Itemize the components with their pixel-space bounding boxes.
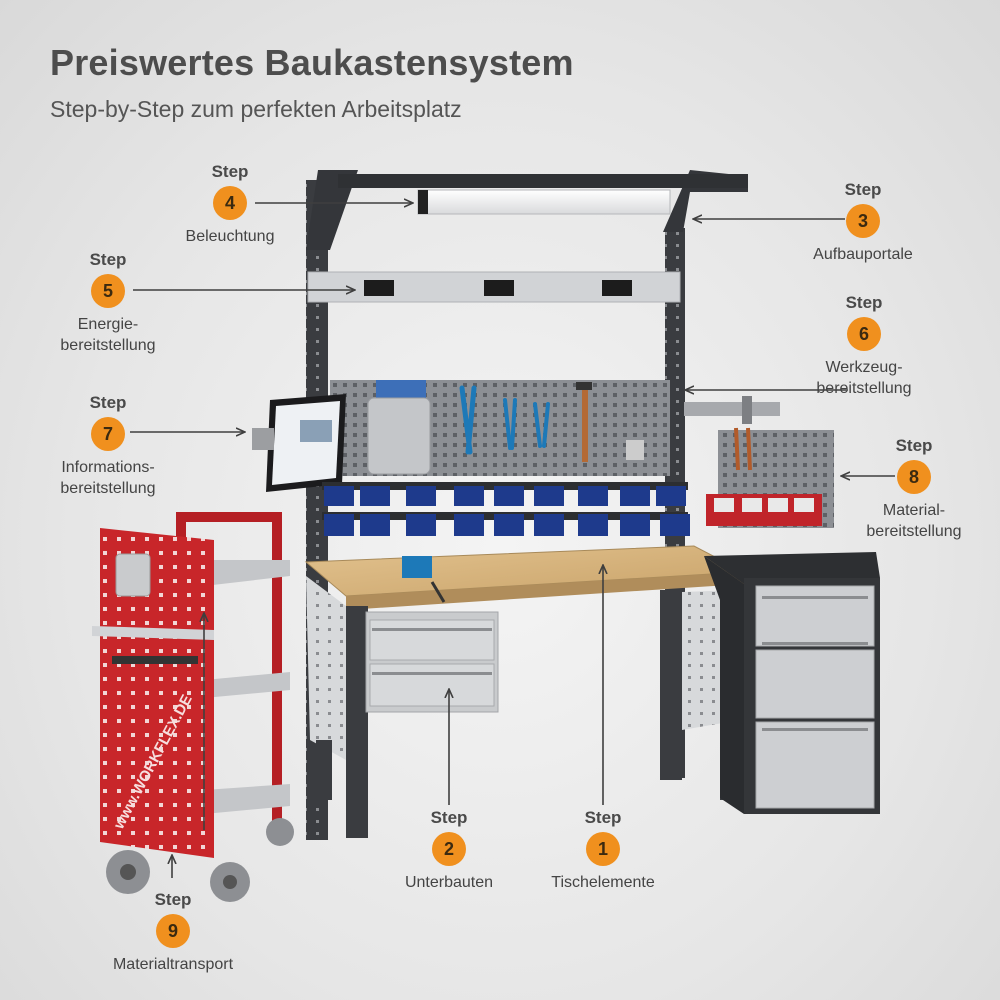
step-label-5-line1: Energie- — [77, 316, 139, 333]
step-word: Step — [154, 890, 192, 909]
step-badge-1: 1 — [586, 832, 620, 866]
step-word: Step — [844, 180, 882, 199]
step-badge-6: 6 — [847, 317, 881, 351]
step-label-8-line2: bereitstellung — [866, 523, 962, 540]
step-label-4: Beleuchtung — [185, 228, 275, 245]
step-label-7-line2: bereitstellung — [60, 480, 156, 497]
step-badge-8: 8 — [897, 460, 931, 494]
tool-board — [330, 380, 670, 476]
monitor — [252, 394, 346, 492]
step-label-1: Tischelemente — [551, 874, 655, 891]
step-word: Step — [584, 808, 622, 827]
step-badge-9: 9 — [156, 914, 190, 948]
callout-step-2: Step 2 Unterbauten — [379, 808, 519, 893]
material-board — [706, 427, 834, 528]
page-subtitle: Step-by-Step zum perfekten Arbeitsplatz — [50, 96, 462, 122]
step-word: Step — [211, 162, 249, 181]
step-badge-2: 2 — [432, 832, 466, 866]
step-word: Step — [89, 250, 127, 269]
step-badge-5: 5 — [91, 274, 125, 308]
step-word: Step — [89, 393, 127, 412]
callout-step-8: Step 8 Material- bereitstellung — [844, 436, 984, 542]
step-word: Step — [895, 436, 933, 455]
step-label-7-line1: Informations- — [61, 459, 155, 476]
drawer-cabinet — [704, 552, 880, 814]
light-fixture — [417, 189, 671, 215]
blue-bins — [324, 486, 690, 536]
leader-lines — [130, 203, 895, 878]
step-badge-4: 4 — [213, 186, 247, 220]
tool-arm — [684, 396, 780, 424]
step-label-2: Unterbauten — [404, 874, 494, 891]
drawer-unit — [365, 611, 499, 713]
callout-step-3: Step 3 Aufbauportale — [793, 180, 933, 265]
page-title: Preiswertes Baukastensystem — [50, 42, 574, 83]
step-label-6-line1: Werkzeug- — [825, 359, 903, 376]
step-badge-7: 7 — [91, 417, 125, 451]
step-label-5-line2: bereitstellung — [60, 337, 156, 354]
step-label-6-line2: bereitstellung — [816, 380, 912, 397]
callout-step-6: Step 6 Werkzeug- bereitstellung — [794, 293, 934, 399]
callout-step-1: Step 1 Tischelemente — [533, 808, 673, 893]
callout-step-4: Step 4 Beleuchtung — [160, 162, 300, 247]
step-word: Step — [845, 293, 883, 312]
callout-step-9: Step 9 Materialtransport — [93, 890, 253, 975]
step-label-8-line1: Material- — [882, 502, 946, 519]
step-badge-3: 3 — [846, 204, 880, 238]
step-word: Step — [430, 808, 468, 827]
callout-step-5: Step 5 Energie- bereitstellung — [38, 250, 178, 356]
step-label-3: Aufbauportale — [813, 246, 913, 263]
callout-step-7: Step 7 Informations- bereitstellung — [38, 393, 178, 499]
step-label-9: Materialtransport — [112, 956, 234, 973]
material-cart: www.WORKFLEX.DE — [92, 512, 294, 902]
power-strip — [307, 271, 681, 303]
